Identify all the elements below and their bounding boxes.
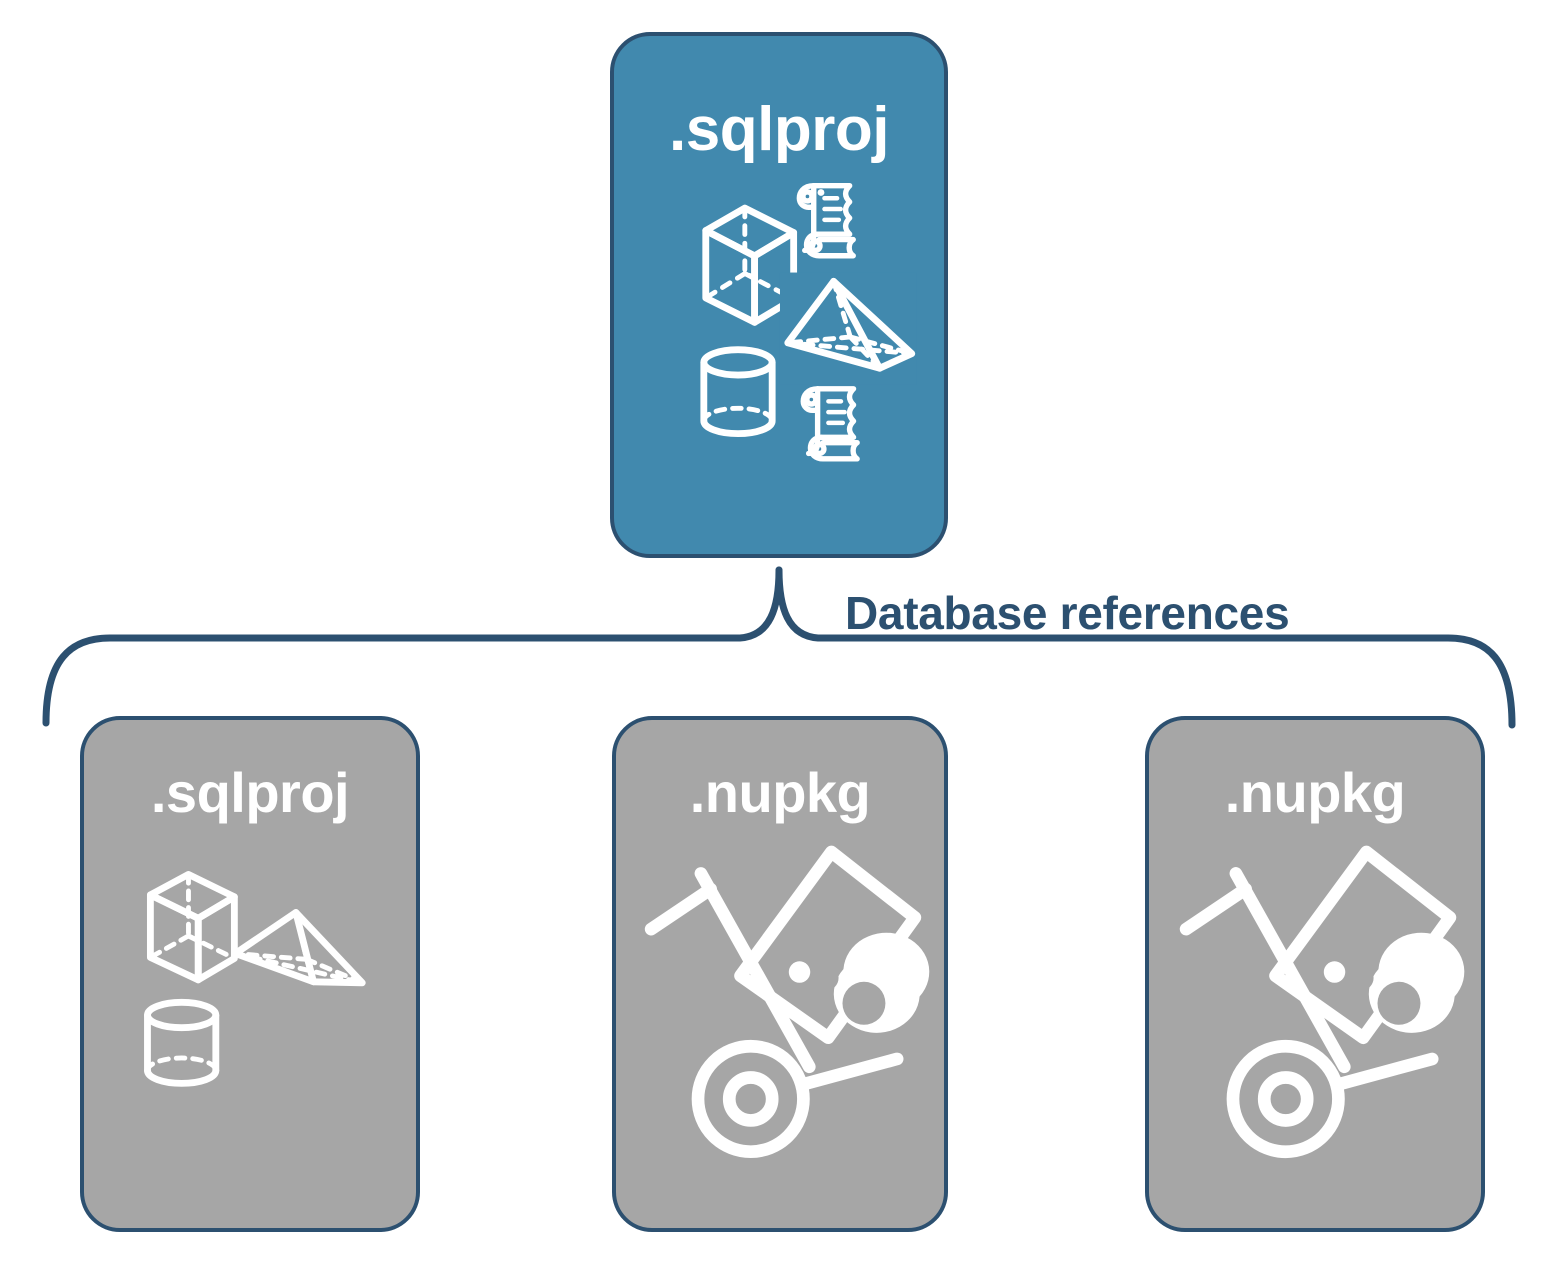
reference-card-nupkg-2[interactable]: .nupkg [1145, 716, 1485, 1232]
script-scroll-icon [796, 182, 856, 259]
cylinder-icon [700, 346, 776, 438]
project-card-root[interactable]: .sqlproj [610, 32, 948, 558]
pyramid-icon [784, 277, 916, 372]
cube-icon [146, 870, 238, 984]
nuget-package-holes [813, 965, 886, 1025]
nuget-package-glyph [1323, 932, 1465, 1033]
pyramid-icon [231, 909, 366, 987]
nuget-package-glyph [788, 932, 930, 1033]
database-references-brace [42, 566, 1516, 729]
card-title-root: .sqlproj [669, 95, 889, 164]
pyramid-icon [809, 189, 905, 359]
connector-label: Database references [845, 587, 1290, 639]
reference-card-nupkg-1[interactable]: .nupkg [612, 716, 948, 1232]
reference-card-sqlproj[interactable]: .sqlproj [80, 716, 420, 1232]
card-title-ref-0: .sqlproj [150, 761, 350, 824]
pyramid-icon-body [786, 280, 892, 368]
nuget-package-holes [1348, 965, 1421, 1025]
nuget-hand-truck-icon [644, 845, 922, 1159]
card-title-ref-2: .nupkg [1224, 761, 1406, 824]
card-title-ref-1: .nupkg [689, 761, 871, 824]
cube-icon [702, 204, 798, 326]
script-scroll-icon [800, 386, 860, 462]
nuget-hand-truck-icon [1179, 845, 1457, 1159]
cylinder-icon [144, 998, 220, 1087]
